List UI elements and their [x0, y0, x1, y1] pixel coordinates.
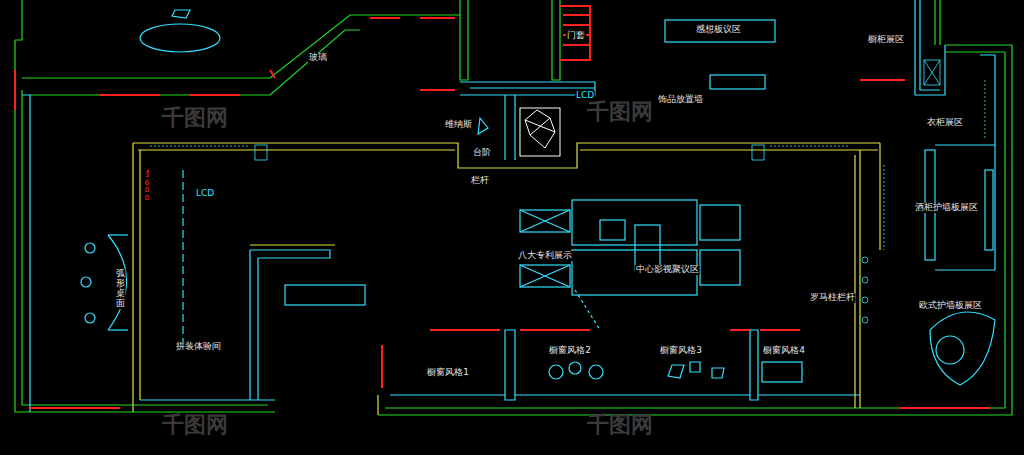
room-label: 欧式护墙板展区 [918, 301, 983, 311]
room-label: LCD [195, 189, 215, 199]
watermark: 千图网 [586, 413, 654, 437]
room-label: 维纳斯 [444, 120, 473, 130]
room-label: 橱柜展区 [867, 35, 905, 45]
room-label: 衣柜展区 [926, 118, 964, 128]
room-label: 栏杆 [470, 176, 490, 186]
room-label: 橱窗风格4 [762, 346, 806, 356]
room-label: 感想板议区 [695, 25, 742, 35]
room-label: 弧形桌面 [115, 269, 126, 309]
room-label: 台阶 [472, 148, 492, 158]
room-label: 罗马柱栏杆 [809, 293, 856, 303]
room-label: 橱窗风格2 [548, 346, 592, 356]
room-label: 橱窗风格1 [426, 368, 470, 378]
dimension: 3600 [143, 172, 152, 203]
watermark: 千图网 [586, 100, 654, 124]
watermark: 千图网 [161, 413, 229, 437]
room-label: 中心影视聚议区 [635, 265, 700, 275]
room-label: 饰品放置墙 [657, 95, 704, 105]
room-label: 拼装体验间 [175, 342, 222, 352]
room-label: 酒柜护墙板展区 [914, 203, 979, 213]
watermark: 千图网 [161, 106, 229, 130]
room-label: 门套 [566, 31, 586, 41]
room-label: 橱窗风格3 [659, 346, 703, 356]
room-label: 玻璃 [308, 53, 328, 63]
room-label: 八大专利展示 [517, 251, 573, 261]
